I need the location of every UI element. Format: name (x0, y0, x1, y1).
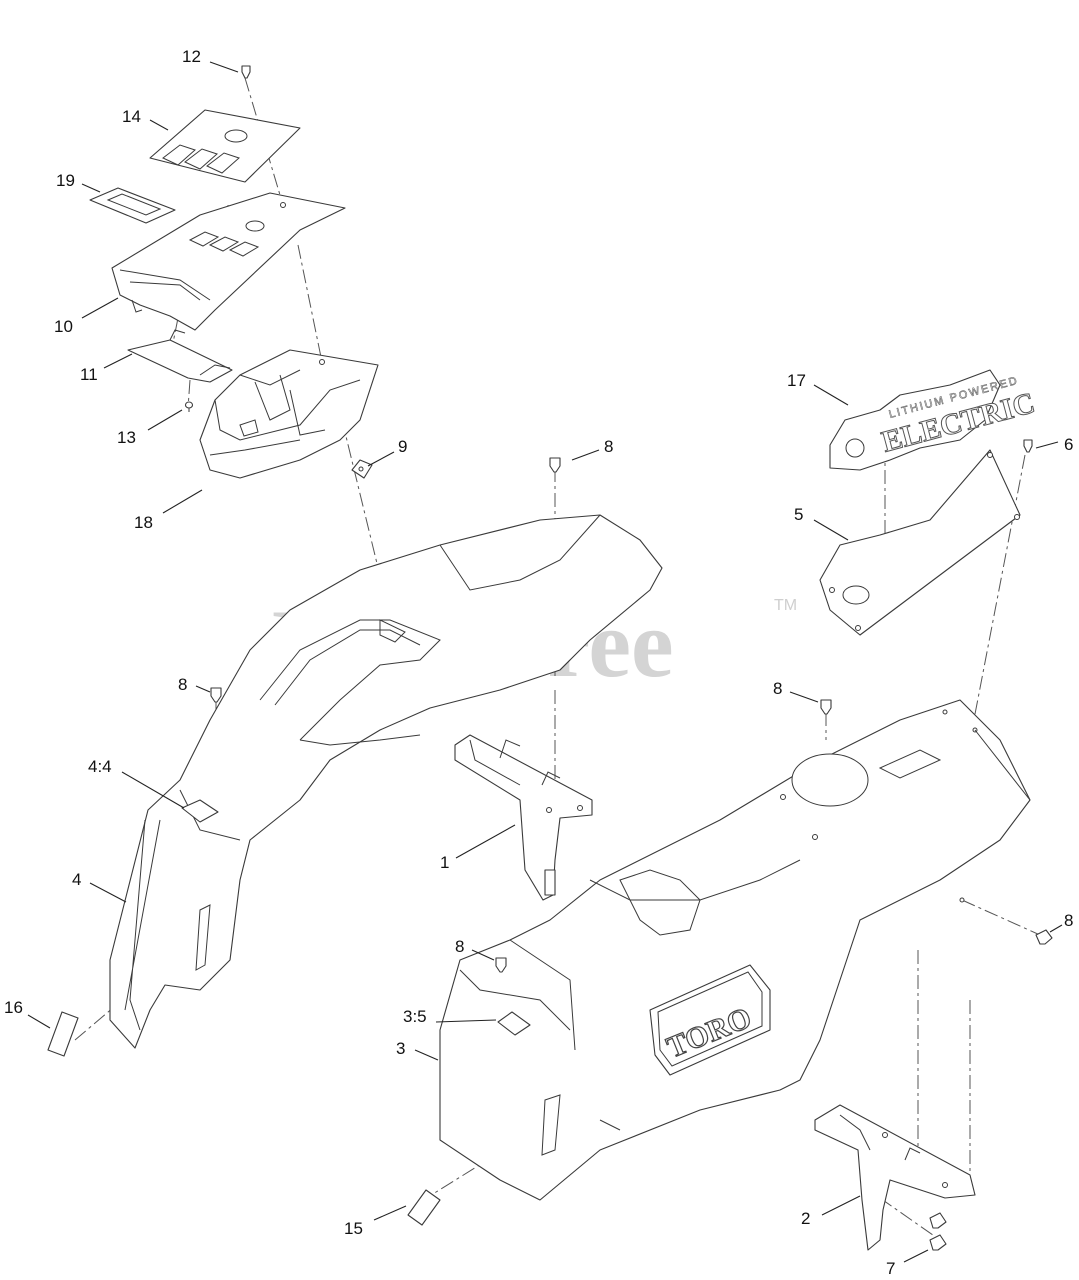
callout-8-b: 8 (178, 675, 187, 694)
part-19-lens-decal (89, 187, 176, 224)
callout-4: 4 (72, 870, 81, 889)
part-5-cover-plate (819, 449, 1021, 636)
part-8-screw-c (820, 699, 832, 715)
part-8-screw-b (210, 687, 222, 703)
callout-8-e: 8 (1064, 911, 1073, 930)
leader-lines (27, 61, 1063, 1263)
callout-2: 2 (801, 1209, 810, 1228)
part-14-control-decal (149, 109, 301, 183)
part-16-grip (47, 1011, 79, 1057)
callout-3: 3 (396, 1039, 405, 1058)
callout-18: 18 (134, 513, 153, 532)
part-13-screw (184, 401, 194, 412)
part-8-screw-a (549, 457, 561, 473)
part-12-screw (241, 65, 251, 79)
callout-numbers: 12 14 19 10 11 13 18 9 8 17 6 5 8 8 4:4 … (4, 47, 1073, 1278)
callout-12: 12 (182, 47, 201, 66)
part-7-screws (929, 1212, 947, 1251)
part-2-mount-bracket (814, 1104, 976, 1251)
part-9-clip-nut (351, 459, 373, 479)
callout-5: 5 (794, 505, 803, 524)
part-18-console-housing (199, 349, 379, 479)
callout-17: 17 (787, 371, 806, 390)
part-10-upper-console-cover (111, 192, 346, 331)
callout-7: 7 (886, 1259, 895, 1278)
part-3-5-decal (497, 1011, 531, 1036)
callout-8-d: 8 (455, 937, 464, 956)
part-4-left-fender-panel (109, 514, 663, 1049)
callout-19: 19 (56, 171, 75, 190)
callout-1: 1 (440, 853, 449, 872)
part-8-screw-d (495, 957, 507, 973)
callout-6: 6 (1064, 435, 1073, 454)
part-17-electric-decal: LITHIUM POWERED ELECTRIC (829, 369, 1039, 471)
callout-4-4: 4:4 (88, 757, 112, 776)
callout-8-a: 8 (604, 437, 613, 456)
callout-8-c: 8 (773, 679, 782, 698)
part-3-main-body-shroud (439, 699, 1031, 1201)
callout-13: 13 (117, 428, 136, 447)
watermark-trademark: TM (774, 597, 797, 614)
callout-10: 10 (54, 317, 73, 336)
part-11-switch-bracket (127, 329, 233, 383)
part-4-4-decal (181, 799, 219, 823)
part-1-mount-bracket (454, 734, 593, 901)
part-6-screw (1023, 439, 1033, 453)
part-8-screw-e (1035, 929, 1053, 945)
callout-3-5: 3:5 (403, 1007, 427, 1026)
callout-9: 9 (398, 437, 407, 456)
part-15-grip (407, 1189, 441, 1226)
callout-11: 11 (80, 365, 98, 384)
callout-16: 16 (4, 998, 23, 1017)
callout-14: 14 (122, 107, 141, 126)
callout-15: 15 (344, 1219, 363, 1238)
